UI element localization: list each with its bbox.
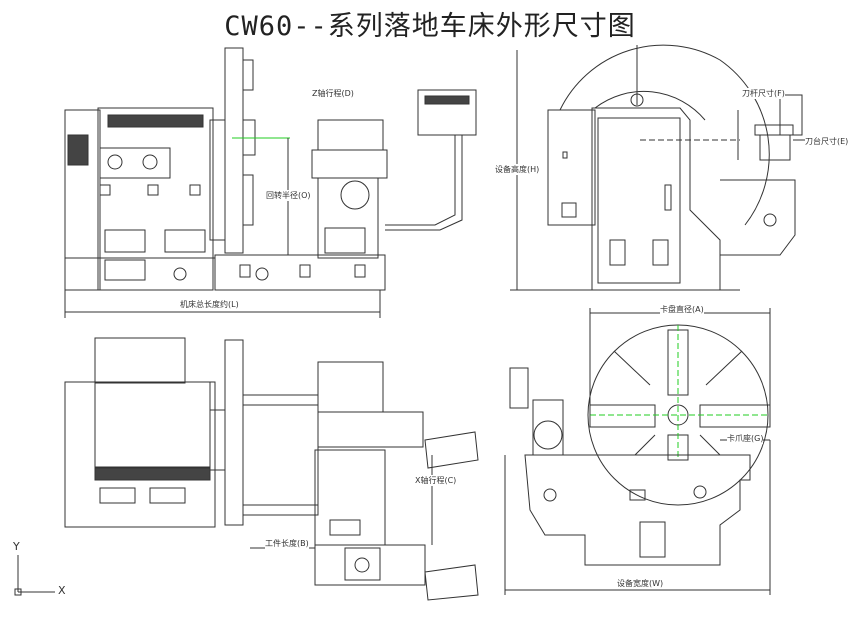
ucs-axis-icon [14, 555, 55, 596]
swing-radius-label: 回转半径(O) [266, 190, 311, 201]
drawing-title: CW60--系列落地车床外形尺寸图 [224, 11, 636, 42]
x-travel-label: X轴行程(C) [415, 475, 457, 486]
tool-post-label: 刀台尺寸(E) [805, 136, 849, 147]
chuck-view [504, 308, 771, 595]
front-view [64, 47, 477, 318]
overall-length-label: 机床总长度约(L) [180, 299, 239, 310]
top-view [64, 337, 479, 601]
y-axis-label: Y [13, 540, 20, 553]
z-travel-label: Z轴行程(D) [312, 88, 354, 99]
x-axis-label: X [58, 584, 66, 597]
workpiece-length-label: 工件长度(B) [265, 538, 309, 549]
tool-shank-label: 刀杆尺寸(F) [742, 88, 785, 99]
chuck-diameter-label: 卡盘直径(A) [660, 304, 704, 315]
height-label: 设备高度(H) [495, 164, 540, 175]
side-view [510, 44, 845, 291]
width-label: 设备宽度(W) [617, 578, 664, 589]
jaw-seat-label: 卡爪座(G) [727, 433, 764, 444]
